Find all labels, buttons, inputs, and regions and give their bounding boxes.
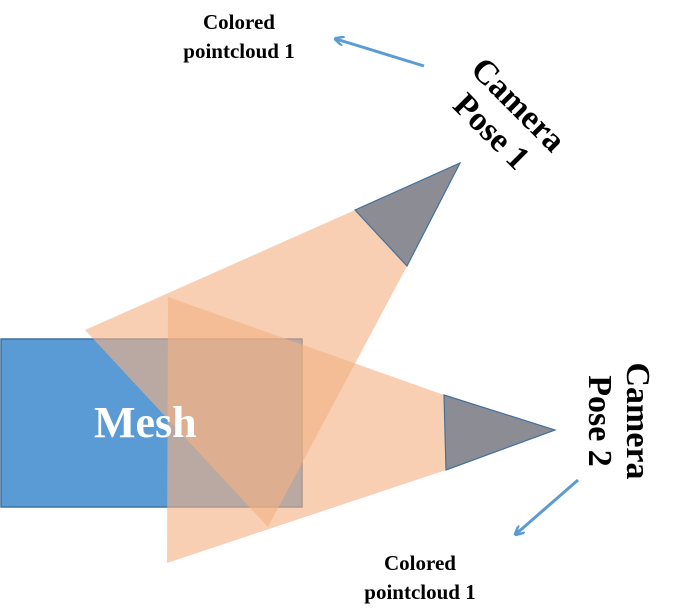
pointcloud1-label-line2: pointcloud 1 xyxy=(183,39,294,63)
camera2-icon xyxy=(443,394,557,471)
mesh-label: Mesh xyxy=(94,398,197,447)
pointcloud2-label-line2: pointcloud 1 xyxy=(364,580,475,604)
camera2-frustum xyxy=(167,297,446,563)
camera1-icon xyxy=(353,161,462,268)
pointcloud1-label-line1: Colored xyxy=(203,10,275,34)
camera2-label-line2: Pose 2 xyxy=(581,375,618,467)
pointcloud2-label-line1: Colored xyxy=(384,551,456,575)
camera1-arrow xyxy=(336,39,425,68)
camera2-arrow xyxy=(516,478,579,534)
camera2-label-line1: Camera xyxy=(619,362,656,479)
